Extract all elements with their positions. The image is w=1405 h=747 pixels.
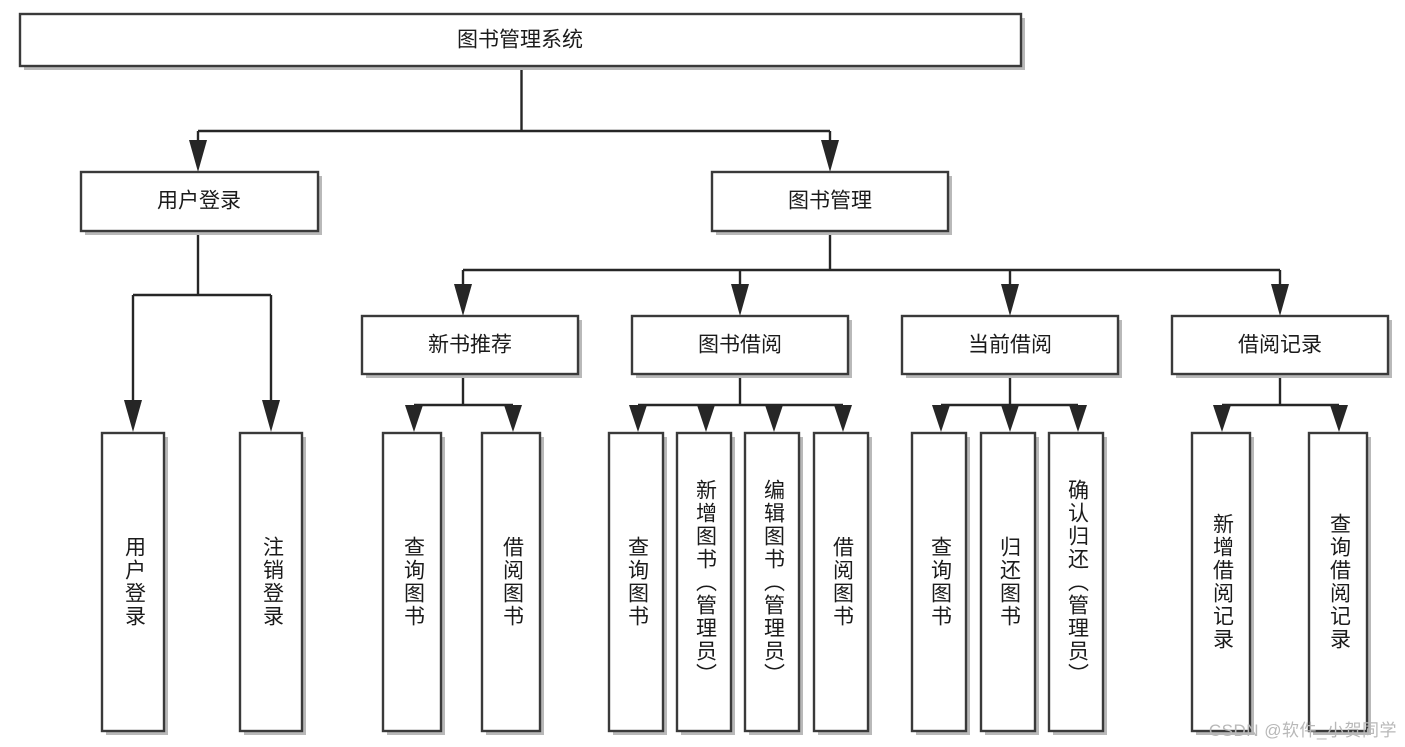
leaf-add-book-admin-rect[interactable]: [675, 431, 733, 733]
node-current-borrow-label: 当前借阅: [968, 334, 1052, 357]
connector-group-book-borrow-to-leaves: [629, 375, 852, 432]
node-user-login[interactable]: 用户登录: [79, 170, 322, 235]
node-borrow-record[interactable]: 借阅记录: [1170, 314, 1392, 378]
connector-group-user-login-to-leaves: [124, 232, 280, 432]
leaf-box-group: [100, 431, 1371, 735]
connector-group-new-book-recommend-to-leaves: [405, 375, 522, 432]
node-root-rect[interactable]: [18, 12, 1023, 68]
leaf-query-book-borrow-rect[interactable]: [607, 431, 665, 733]
arrow-new-book-recommend: [454, 284, 472, 316]
arrow-leaf-return-book: [1001, 405, 1019, 432]
arrow-leaf-borrow-book: [834, 405, 852, 432]
arrow-leaf-borrow-book-rec: [504, 405, 522, 432]
connector-group-current-borrow-to-leaves: [932, 375, 1087, 432]
leaf-confirm-return-admin-rect[interactable]: [1047, 431, 1105, 733]
node-current-borrow[interactable]: 当前借阅: [900, 314, 1122, 378]
leaf-add-borrow-record-rect[interactable]: [1190, 431, 1252, 733]
leaf-borrow-book-rec-rect[interactable]: [480, 431, 542, 733]
node-user-login-label: 用户登录: [157, 190, 241, 213]
leaf-query-book-current-rect[interactable]: [910, 431, 968, 733]
node-borrow-record-rect[interactable]: [1170, 314, 1390, 376]
connector-group-root-to-level2: [189, 67, 839, 172]
node-book-borrow-rect[interactable]: [630, 314, 850, 376]
node-new-book-recommend[interactable]: 新书推荐: [360, 314, 582, 378]
arrow-user-login: [189, 140, 207, 172]
leaf-query-book-rec-rect[interactable]: [381, 431, 443, 733]
arrow-leaf-user-login: [124, 400, 142, 432]
connector-group-borrow-record-to-leaves: [1213, 375, 1348, 432]
arrow-leaf-add-book-admin: [697, 405, 715, 432]
arrow-leaf-query-book-borrow: [629, 405, 647, 432]
leaf-borrow-book-rect[interactable]: [812, 431, 870, 733]
arrow-current-borrow: [1001, 284, 1019, 316]
node-new-book-recommend-rect[interactable]: [360, 314, 580, 376]
arrow-book-borrow: [731, 284, 749, 316]
node-new-book-recommend-label: 新书推荐: [428, 334, 512, 357]
node-current-borrow-rect[interactable]: [900, 314, 1120, 376]
arrow-leaf-user-logout: [262, 400, 280, 432]
arrow-leaf-query-borrow-record: [1330, 405, 1348, 432]
arrow-leaf-edit-book-admin: [765, 405, 783, 432]
node-book-borrow[interactable]: 图书借阅: [630, 314, 852, 378]
node-root-label: 图书管理系统: [457, 29, 583, 52]
leaf-user-login-rect[interactable]: [100, 431, 166, 733]
arrow-leaf-query-book-current: [932, 405, 950, 432]
arrow-leaf-query-book-rec: [405, 405, 423, 432]
leaf-edit-book-admin-rect[interactable]: [743, 431, 801, 733]
node-borrow-record-label: 借阅记录: [1238, 334, 1322, 357]
connector-group-book-management-to-level3: [454, 232, 1289, 316]
node-book-management-label: 图书管理: [788, 190, 872, 213]
arrow-leaf-add-borrow-record: [1213, 405, 1231, 432]
node-user-login-rect[interactable]: [79, 170, 320, 233]
arrow-book-management: [821, 140, 839, 172]
arrow-borrow-record: [1271, 284, 1289, 316]
node-root[interactable]: 图书管理系统: [18, 12, 1025, 70]
node-book-management-rect[interactable]: [710, 170, 950, 233]
arrow-leaf-confirm-return-admin: [1069, 405, 1087, 432]
leaf-return-book-rect[interactable]: [979, 431, 1037, 733]
leaf-query-borrow-record-rect[interactable]: [1307, 431, 1369, 733]
node-book-borrow-label: 图书借阅: [698, 334, 782, 357]
leaf-user-logout-rect[interactable]: [238, 431, 304, 733]
csdn-watermark: CSDN @软件_小贺同学: [1208, 721, 1397, 740]
node-book-management[interactable]: 图书管理: [710, 170, 952, 235]
